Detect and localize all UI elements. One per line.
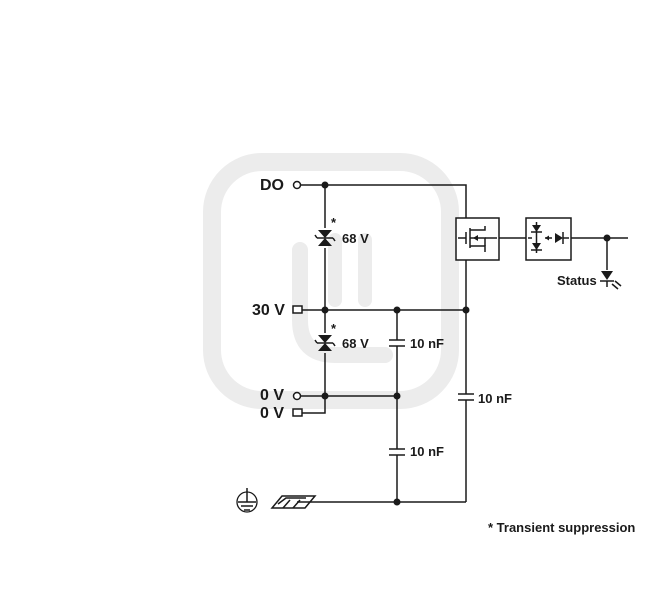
tvs-lower-marker: * — [331, 321, 337, 336]
tvs-diode-upper — [314, 230, 336, 246]
mosfet-switch-module — [455, 217, 500, 261]
junction-dots — [321, 181, 611, 506]
terminal-0v-circle — [292, 391, 302, 401]
terminal-0v-square — [292, 408, 303, 417]
capacitor-30v-pe-value: 10 nF — [478, 391, 512, 406]
footnote-transient-suppression: * Transient suppression — [488, 520, 635, 535]
earth-ground-icon — [236, 488, 258, 513]
status-label: Status — [557, 273, 597, 288]
optocoupler — [525, 217, 572, 261]
wires — [297, 184, 628, 503]
terminal-label-do: DO — [260, 177, 284, 194]
capacitor-30v-0v — [389, 339, 405, 347]
terminal-do-circle — [292, 180, 302, 190]
terminal-30v-square — [292, 305, 303, 314]
terminal-label-0v-b: 0 V — [260, 405, 284, 422]
din-rail-icon — [270, 495, 317, 509]
capacitor-0v-pe-value: 10 nF — [410, 444, 444, 459]
capacitor-0v-pe — [389, 448, 405, 456]
tvs-upper-marker: * — [331, 215, 337, 230]
status-led-icon — [600, 271, 622, 290]
terminal-label-0v-a: 0 V — [260, 387, 284, 404]
tvs-diode-lower — [314, 335, 336, 351]
terminal-label-30v: 30 V — [252, 302, 285, 319]
tvs-upper-value: 68 V — [342, 231, 369, 246]
capacitor-30v-0v-value: 10 nF — [410, 336, 444, 351]
watermark-logo — [203, 153, 459, 409]
tvs-lower-value: 68 V — [342, 336, 369, 351]
capacitor-30v-pe — [458, 393, 474, 401]
